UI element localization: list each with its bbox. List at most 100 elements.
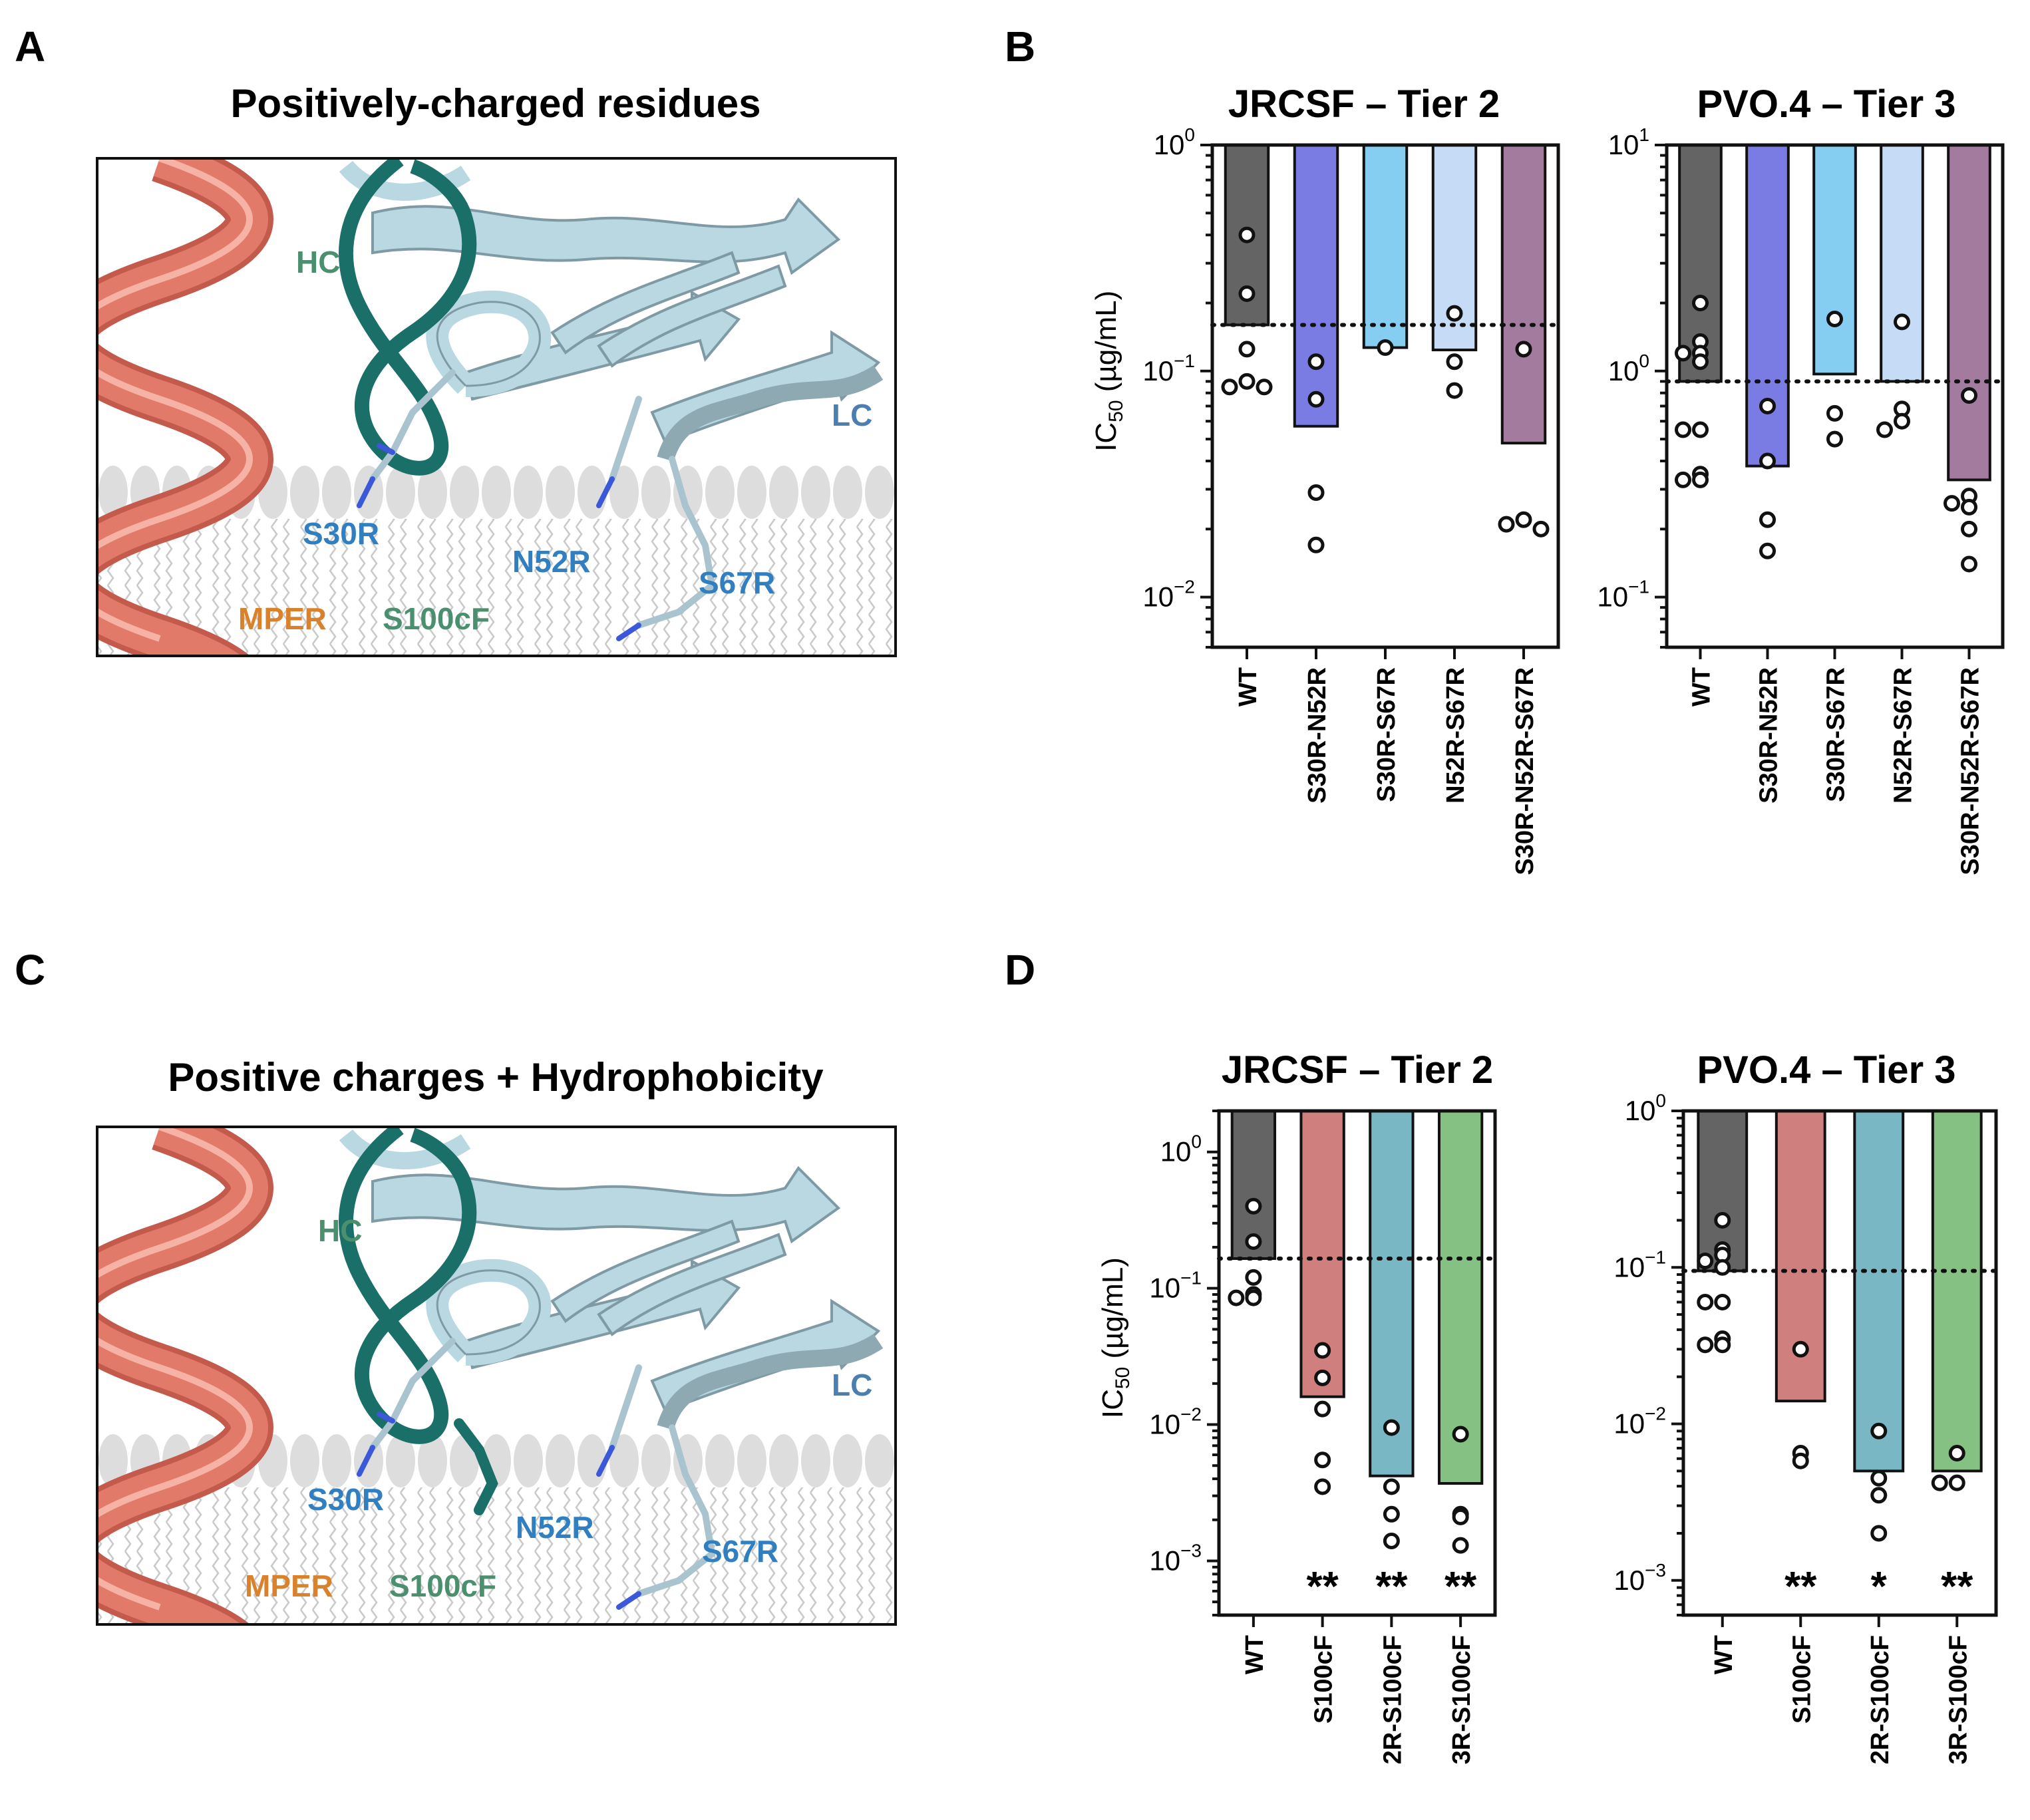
label-s100cf: S100cF [389, 1569, 496, 1603]
label-s67r: S67R [702, 1534, 778, 1569]
data-point [1446, 353, 1463, 371]
label-lc: LC [832, 1368, 872, 1402]
bar-s30r-s67r [1362, 144, 1409, 349]
data-point [1256, 379, 1273, 396]
y-tick-label: 10−3 [1149, 1540, 1202, 1576]
y-tick-label: 10−3 [1613, 1560, 1666, 1596]
x-category-label: S30R-N52R [1303, 667, 1331, 804]
data-point [1383, 1478, 1400, 1495]
data-point [1245, 1197, 1262, 1215]
data-point [1948, 1474, 1965, 1491]
plot-frame [1681, 1109, 1998, 1617]
significance-marker: ** [1941, 1564, 1973, 1610]
lipid-head [98, 466, 128, 519]
membrane-heads [98, 1434, 894, 1487]
data-point [1383, 1419, 1400, 1436]
label-s30r: S30R [303, 516, 379, 551]
data-point [1759, 452, 1776, 470]
lipid-head [450, 466, 479, 519]
x-category-label: S30R-S67R [1373, 667, 1401, 802]
lipid-head [546, 466, 575, 519]
x-category-label: S30R-N52R-S67R [1957, 667, 1985, 875]
data-point [1876, 421, 1893, 438]
data-point [1759, 542, 1776, 559]
lipid-head [578, 1434, 607, 1487]
lipid-head [737, 466, 766, 519]
structure-illustration-c [97, 1127, 896, 1624]
data-point [1759, 511, 1776, 528]
label-hc: HC [296, 245, 340, 279]
lipid-head [514, 1434, 543, 1487]
panel-a-frame [96, 157, 897, 657]
bar-s30r-s67r [1812, 144, 1857, 376]
panel-c-frame [96, 1126, 897, 1626]
x-category-label: 2R-S100cF [1866, 1635, 1894, 1764]
data-point [1238, 226, 1256, 243]
y-tick-label: 100 [1625, 1090, 1666, 1126]
label-lc: LC [832, 398, 872, 432]
data-point [1314, 1369, 1331, 1386]
data-point [1697, 1293, 1714, 1310]
label-mper: MPER [238, 601, 327, 636]
data-point [1714, 1336, 1731, 1354]
y-tick-label: 100 [1154, 124, 1195, 160]
data-point [1307, 536, 1325, 553]
lipid-head [801, 466, 830, 519]
data-point [1692, 421, 1709, 438]
lipid-head [769, 1434, 798, 1487]
lipid-head [801, 1434, 830, 1487]
chart-title: PVO.4 – Tier 3 [1697, 1048, 1955, 1092]
label-n52r: N52R [512, 544, 591, 579]
x-category-label: S100cF [1788, 1635, 1816, 1724]
y-tick-label: 10−1 [1613, 1247, 1666, 1283]
data-point [1714, 1211, 1731, 1229]
data-point [1692, 295, 1709, 312]
data-point [1894, 412, 1910, 430]
data-point [1314, 1342, 1331, 1359]
data-point [1870, 1487, 1888, 1504]
x-category-label: S30R-S67R [1822, 667, 1850, 802]
y-axis-label: IC50 (µg/mL) [1090, 291, 1127, 452]
lipid-head [641, 1434, 671, 1487]
data-point [1446, 382, 1463, 399]
lipid-head [290, 466, 319, 519]
chart-title: JRCSF – Tier 2 [1228, 82, 1500, 126]
label-s30r: S30R [307, 1482, 384, 1517]
lipid-head [418, 466, 447, 519]
significance-marker: ** [1444, 1564, 1477, 1610]
y-axis-label: IC50 (µg/mL) [1097, 1257, 1134, 1418]
lipid-head [833, 466, 862, 519]
data-point [1714, 1259, 1731, 1276]
data-point [1377, 339, 1394, 357]
data-point [1228, 1289, 1245, 1306]
data-point [1307, 353, 1325, 371]
significance-marker: * [1871, 1564, 1888, 1610]
x-category-label: 3R-S100cF [1944, 1635, 1972, 1764]
data-point [1870, 1525, 1888, 1542]
data-point [1961, 498, 1977, 516]
y-tick-label: 100 [1160, 1132, 1202, 1167]
data-point [1948, 1445, 1965, 1462]
lipid-head [865, 466, 894, 519]
data-point [1245, 1289, 1262, 1306]
panel-letter-b: B [1005, 23, 1035, 71]
data-point [1961, 386, 1977, 404]
lipid-head [386, 1434, 415, 1487]
lipid-head [290, 1434, 319, 1487]
x-category-label: WT [1241, 1635, 1269, 1674]
x-category-label: N52R-S67R [1890, 667, 1918, 804]
data-point [1961, 555, 1977, 573]
bar-3r-s100cf [1437, 1110, 1484, 1485]
significance-marker: ** [1306, 1564, 1339, 1610]
data-point [1238, 373, 1256, 390]
bar-3r-s100cf [1931, 1110, 1983, 1473]
panel-a-title: Positively-charged residues [231, 81, 761, 126]
data-point [1697, 1336, 1714, 1354]
lipid-head [705, 1434, 735, 1487]
data-point [1314, 1478, 1331, 1495]
data-point [1383, 1533, 1400, 1550]
bar-s30r-n52r-s67r [1947, 144, 1991, 482]
x-category-label: S100cF [1310, 1635, 1338, 1724]
label-s67r: S67R [699, 565, 775, 600]
